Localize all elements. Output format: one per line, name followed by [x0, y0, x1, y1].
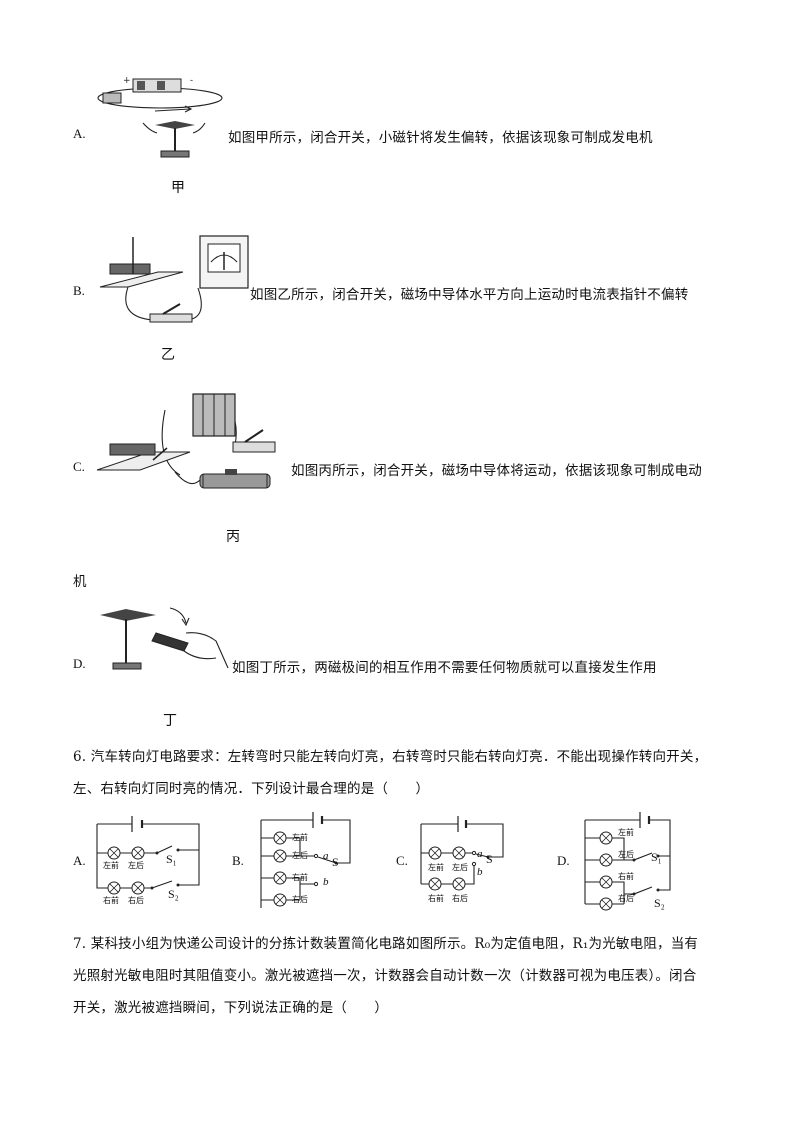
question-6-line2: 左、右转向灯同时亮的情况．下列设计最合理的是（ ）: [73, 781, 430, 797]
option-d-letter: D.: [73, 656, 86, 671]
circuit-d-letter: D.: [557, 853, 570, 868]
circuit-b-letter: B.: [232, 853, 244, 868]
figure-caption-jia: 甲: [171, 180, 185, 196]
question-6-line1: 6. 汽车转向灯电路要求：左转弯时只能左转向灯亮，右转弯时只能右转向灯亮．不能出…: [73, 749, 708, 765]
circuit-c-diagram: [420, 816, 504, 891]
switch-label: S₂: [654, 896, 665, 910]
lamp-label: 右后: [452, 894, 468, 903]
option-a-text: 如图甲所示，闭合开关，小磁针将发生偏转，依据该现象可制成发电机: [228, 130, 653, 146]
option-b-text: 如图乙所示，闭合开关，磁场中导体水平方向上运动时电流表指针不偏转: [250, 287, 689, 303]
terminal-b-label: b: [323, 876, 329, 888]
lamp-label: 右前: [292, 873, 308, 882]
switch-label: S: [332, 855, 339, 869]
lamp-label: 左前: [618, 828, 634, 837]
lamp-label: 左前: [428, 863, 444, 872]
lamp-label: 左后: [452, 863, 468, 872]
switch-label: S₁: [166, 852, 177, 866]
option-c-continuation: 机: [73, 574, 87, 590]
figure-caption-bing: 丙: [226, 529, 240, 545]
switch-label: S: [486, 852, 493, 866]
option-d-text: 如图丁所示，两磁极间的相互作用不需要任何物质就可以直接发生作用: [232, 660, 657, 676]
lamp-label: 右前: [428, 894, 444, 903]
circuit-c-letter: C.: [396, 853, 408, 868]
circuit-a-letter: A.: [73, 853, 86, 868]
option-a-letter: A.: [73, 126, 86, 141]
lamp-label: 左后: [618, 850, 634, 859]
terminal-a-label: a: [323, 850, 329, 862]
lamp-label: 右前: [103, 896, 119, 905]
switch-label: S₂: [168, 887, 179, 901]
lamp-label: 左后: [292, 851, 308, 860]
question-7-line1: 7. 某科技小组为快递公司设计的分拣计数装置简化电路如图所示。R₀为定值电阻，R…: [73, 936, 699, 952]
svg-text:+: +: [123, 76, 131, 86]
circuit-d-diagram: [584, 812, 671, 911]
question-7-line3: 开关，激光被遮挡瞬间，下列说法正确的是（ ）: [73, 1000, 389, 1016]
lamp-label: 左后: [128, 861, 144, 870]
lamp-label: 右后: [618, 894, 634, 903]
svg-text:-: -: [190, 76, 193, 86]
lamp-label: 左前: [292, 833, 308, 842]
figure-caption-ding: 丁: [163, 713, 177, 729]
option-c-letter: C.: [73, 459, 85, 474]
figure-bing-illustration: [96, 393, 276, 489]
lamp-label: 右后: [292, 895, 308, 904]
figure-ding-illustration: [100, 607, 229, 670]
switch-label: S₁: [651, 850, 662, 864]
question-7-line2: 光照射光敏电阻时其阻值变小。激光被遮挡一次，计数器会自动计数一次（计数器可视为电…: [73, 968, 697, 984]
lamp-label: 左前: [103, 861, 119, 870]
figure-jia-illustration: + -: [97, 76, 223, 158]
figure-caption-yi: 乙: [161, 347, 175, 363]
figure-yi-illustration: [99, 235, 249, 323]
circuit-b-diagram: [260, 812, 351, 908]
option-b-letter: B.: [73, 283, 85, 298]
lamp-label: 右后: [128, 896, 144, 905]
terminal-a-label: a: [477, 848, 483, 860]
circuit-a-diagram: [96, 816, 200, 895]
option-c-text: 如图丙所示，闭合开关，磁场中导体将运动，依据该现象可制成电动: [291, 463, 702, 479]
lamp-label: 右前: [618, 872, 634, 881]
terminal-b-label: b: [477, 866, 483, 878]
